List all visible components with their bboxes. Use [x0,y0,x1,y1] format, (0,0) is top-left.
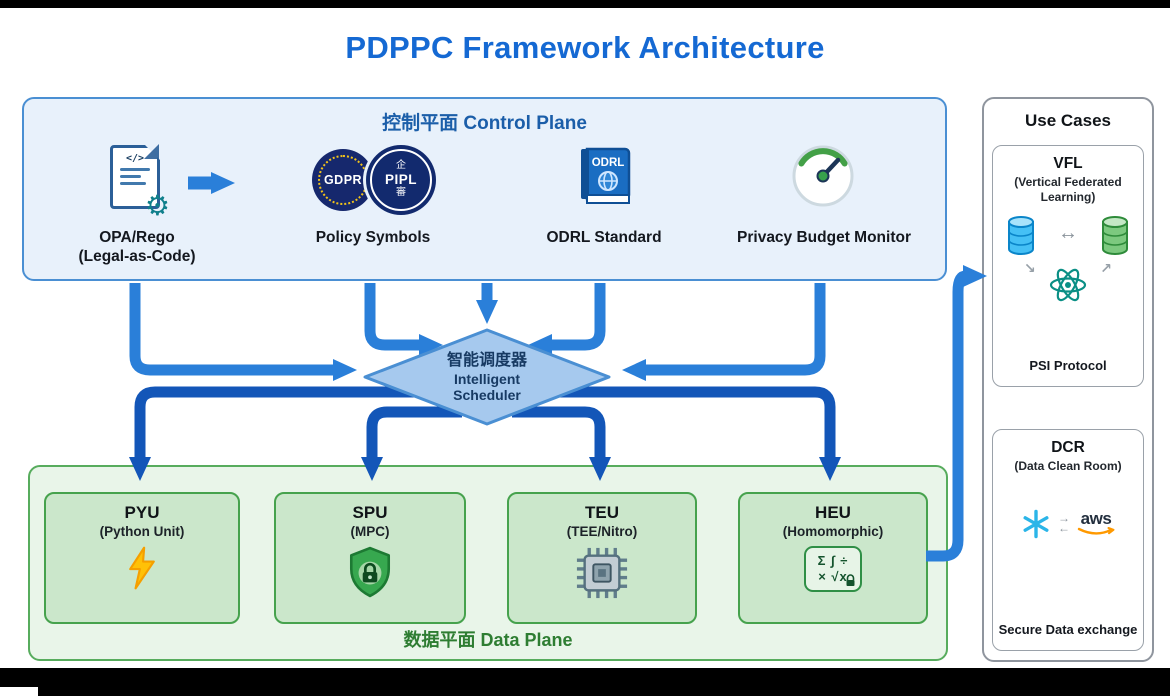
svg-text:ODRL: ODRL [592,157,625,169]
exchange-arrow-left-icon: ↘ [1024,259,1036,276]
page-title: PDPPC Framework Architecture [345,30,825,65]
chip-icon [576,548,628,599]
teu-name: TEU [585,503,619,522]
pyu-name: PYU [124,503,160,522]
vfl-name: VFL [1053,155,1083,172]
pyu-subtitle: (Python Unit) [99,524,185,540]
gdpr-badge-text: GDPR [323,173,363,187]
odrl-book-icon: ODRL [581,147,631,204]
teu-subtitle: (TEE/Nitro) [566,524,638,540]
data-plane-title: 数据平面 Data Plane [403,630,573,650]
opa-label: OPA/Rego (Legal-as-Code) [78,229,196,265]
unit-teu: TEU (TEE/Nitro) [507,492,697,624]
dcr-card: DCR (Data Clean Room) →← aws [992,429,1144,651]
heu-name: HEU [815,503,851,522]
unit-spu: SPU (MPC) [274,492,466,624]
atom-icon [1049,268,1087,301]
dcr-name: DCR [1051,439,1085,456]
scheduler-label-en2: Scheduler [453,386,521,403]
mini-lock-icon [846,574,855,587]
snowflake-icon [1023,509,1049,538]
gauge-icon [792,145,854,207]
code-glyph: </> [125,153,145,164]
psi-protocol-label: PSI Protocol [1029,357,1107,373]
vfl-card: VFL (Vertical Federated Learning) ↔ ↘ ↗ [992,145,1144,387]
math-lock-icon: Σ ∫ ÷ × √x [804,546,862,593]
aws-logo: aws [1077,510,1115,537]
use-cases-panel: Use Cases VFL (Vertical Federated Learni… [982,97,1154,662]
lightning-icon [129,546,155,590]
shield-lock-icon [349,547,391,598]
intelligent-scheduler: 智能调度器 Intelligent Scheduler [360,325,614,429]
gear-icon: ⚙ [144,190,170,221]
scheduler-label-zh: 智能调度器 [446,352,527,370]
secure-data-exchange-label: Secure Data exchange [998,621,1138,637]
privacy-budget-label: Privacy Budget Monitor [737,229,911,246]
use-cases-title: Use Cases [1024,111,1111,130]
pipl-badge-text: PIPL [384,171,417,187]
database-blue-icon [1008,215,1034,255]
aws-swoosh-icon [1077,527,1115,535]
policy-symbols-label: Policy Symbols [315,229,431,246]
pipl-bottom-char: 審 [396,187,406,199]
unit-heu: HEU (Homomorphic) Σ ∫ ÷ × √x [738,492,928,624]
dcr-subtitle: (Data Clean Room) [1014,458,1122,473]
pipl-top-char: 企 [396,160,406,172]
odrl-label: ODRL Standard [546,229,662,246]
exchange-arrows-icon: →← [1058,511,1070,535]
gdpr-badge: GDPR [312,149,374,211]
folded-corner [144,144,160,160]
heu-subtitle: (Homomorphic) [782,524,884,540]
bottom-left-artifact [0,687,38,696]
spu-name: SPU [352,503,388,522]
exchange-arrow-right-icon: ↗ [1100,259,1112,276]
pipl-badge: 企 PIPL 審 [366,145,436,215]
unit-pyu: PYU (Python Unit) [44,492,240,624]
bidirectional-arrow-icon: ↔ [1058,221,1078,244]
legal-code-document-icon: </> ⚙ [110,144,170,220]
spu-subtitle: (MPC) [350,524,390,540]
database-green-icon [1102,215,1128,255]
data-plane-box: PYU (Python Unit) SPU (MPC) [28,465,948,661]
vfl-subtitle: (Vertical Federated Learning) [1014,174,1122,204]
control-plane-box: 控制平面 Control Plane </> ⚙ GDPR 企 PIPL 審 O… [22,97,947,281]
control-plane-title: 控制平面 Control Plane [382,113,587,134]
scheduler-label-en1: Intelligent [453,370,521,387]
